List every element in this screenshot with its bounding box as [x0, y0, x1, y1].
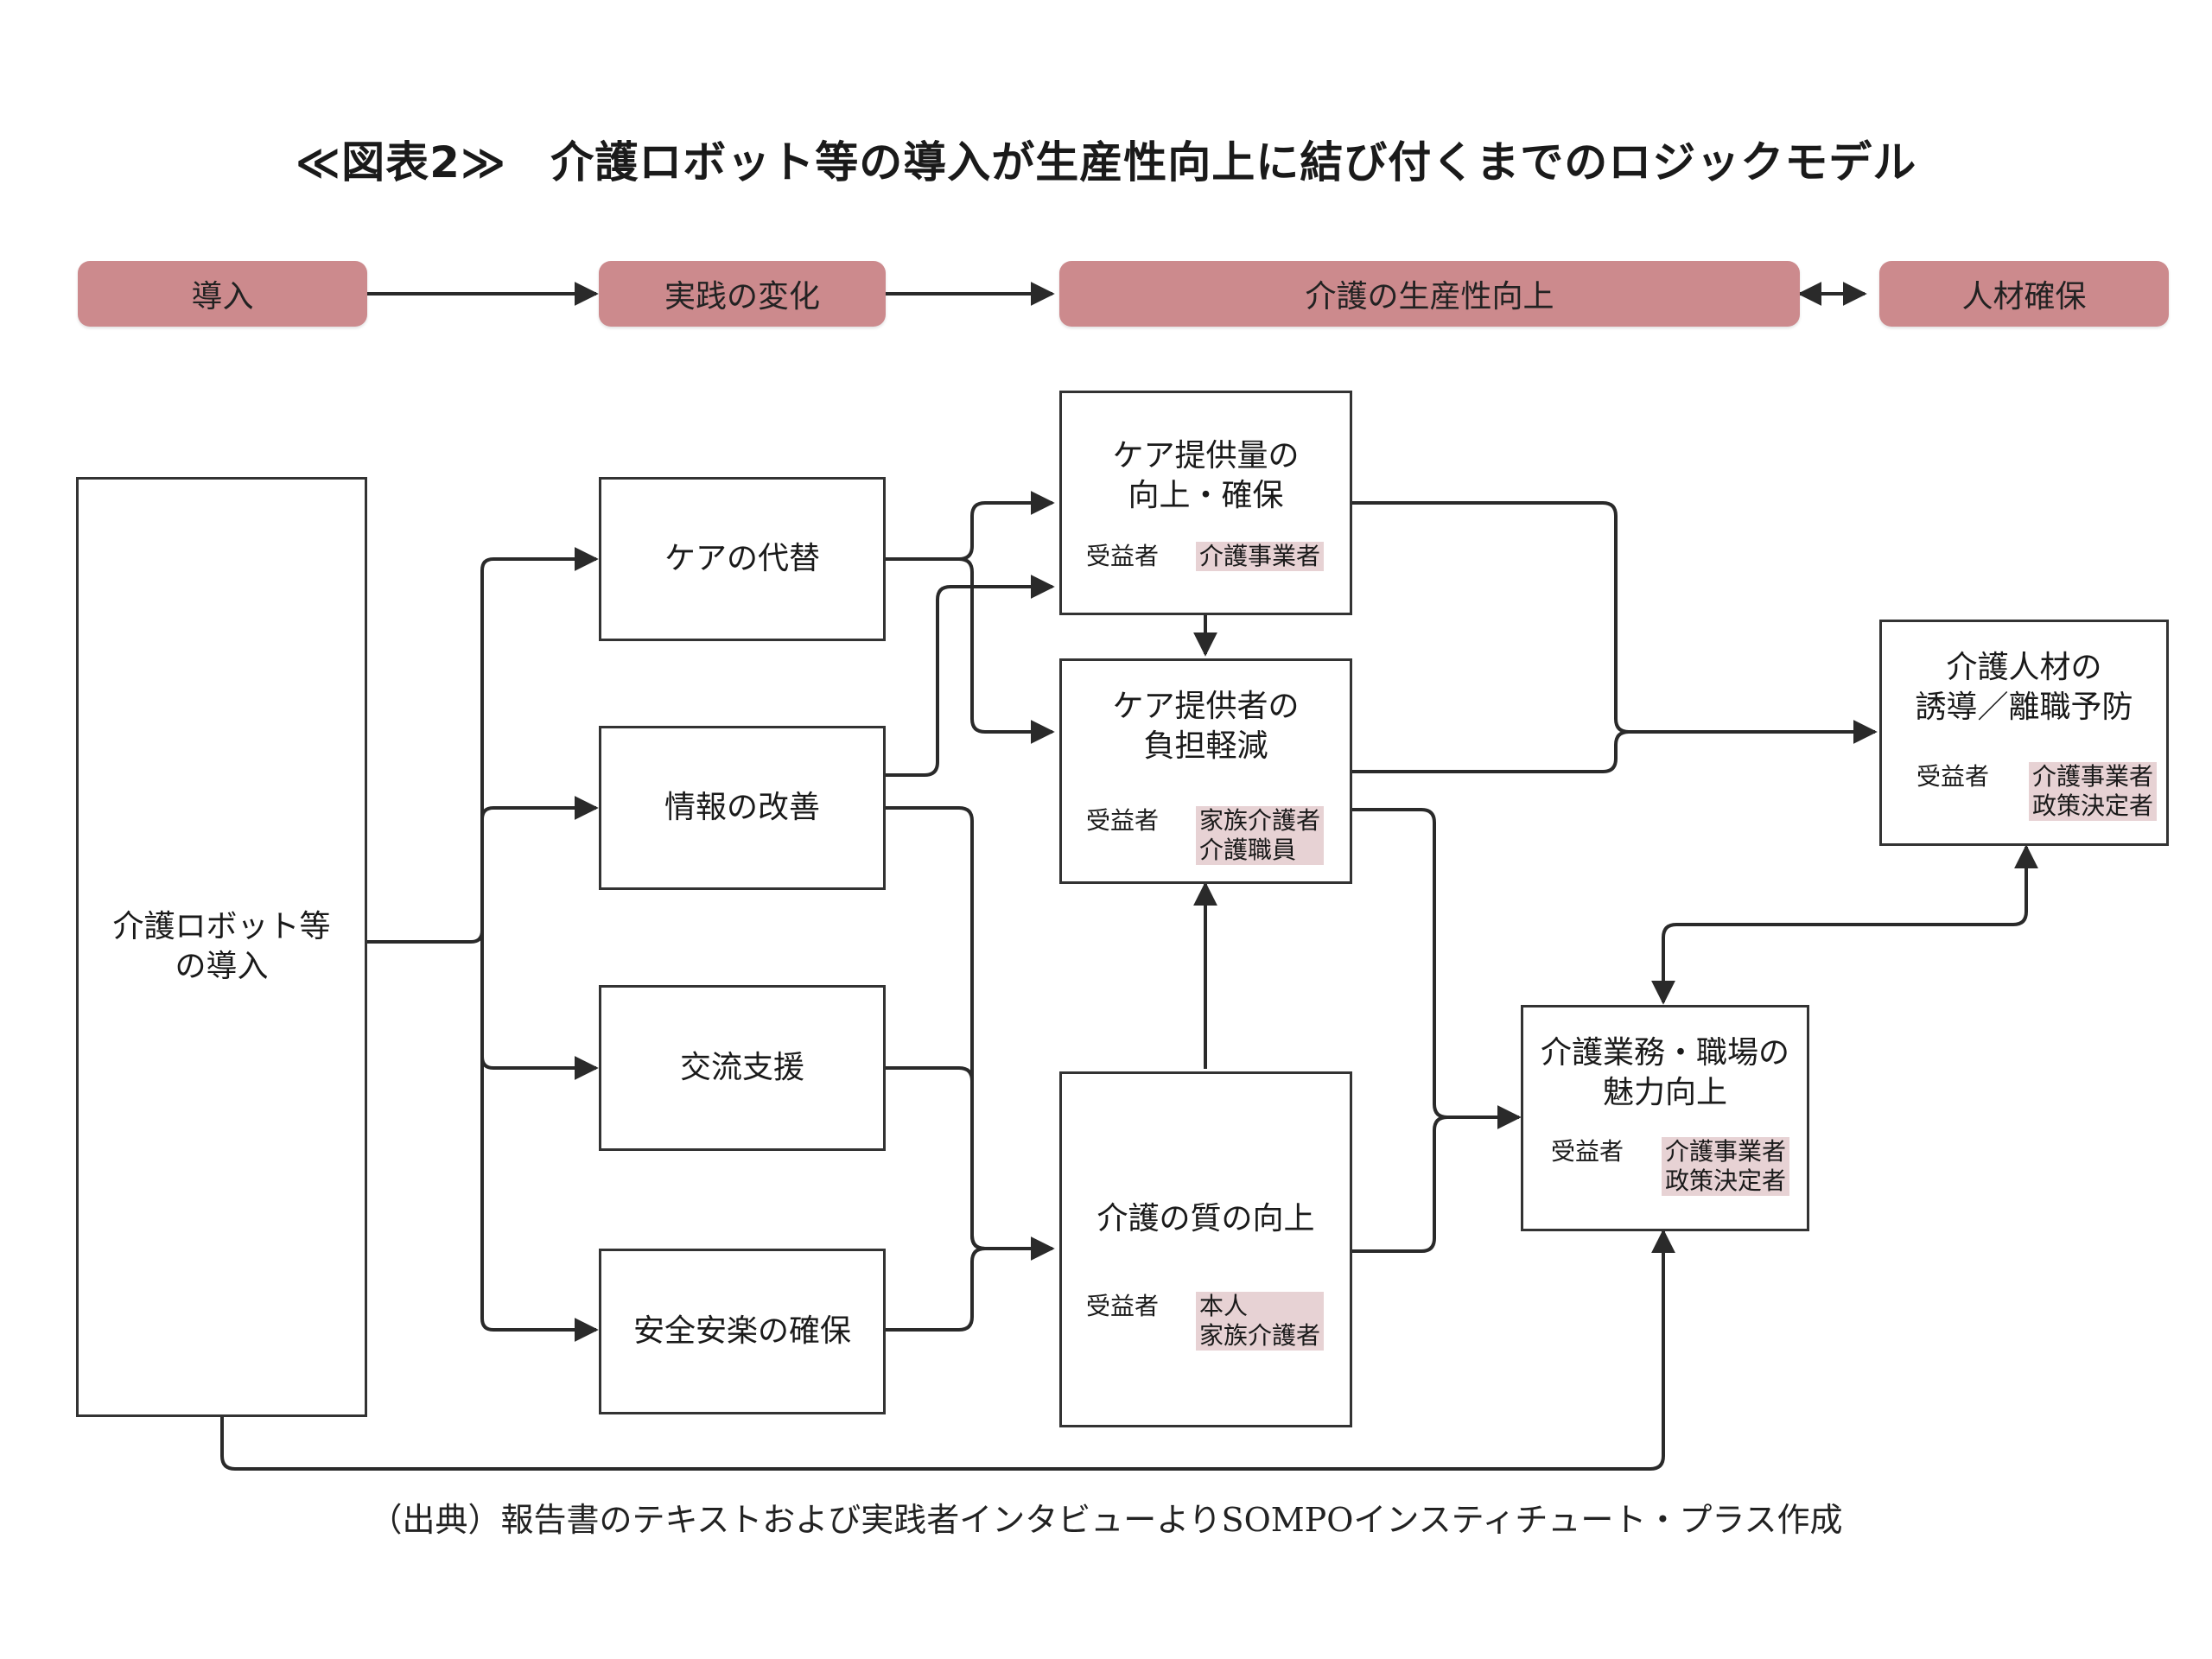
arrow-info-supply: [886, 575, 1055, 777]
arrow-care-substitute-burden: [958, 557, 1055, 744]
node-exchange-support: 交流支援: [599, 985, 886, 1151]
beneficiary-label: 受益者: [1551, 1137, 1624, 1166]
node-care-substitute: ケアの代替: [599, 477, 886, 641]
beneficiary-value: 政策決定者: [2032, 791, 2154, 820]
node-info-improvement: 情報の改善: [599, 726, 886, 890]
diagram-title: ≪図表2≫ 介護ロボット等の導入が生産性向上に結び付くまでのロジックモデル: [295, 137, 1917, 188]
beneficiary-value: 家族介護者: [1199, 1321, 1321, 1350]
node-label-line: ケアの代替: [664, 541, 820, 576]
arrow-exchange-quality: [886, 1066, 986, 1250]
arrow-burden-attractive: [1352, 808, 1522, 1129]
beneficiary-value: 家族介護者: [1199, 806, 1321, 835]
node-label-line: 向上・確保: [1128, 478, 1284, 513]
arrow-supply-talent: [1352, 501, 1878, 744]
arrow-care-substitute-supply: [886, 491, 1055, 561]
arrow-burden-talent: [1352, 730, 1630, 773]
beneficiary-value: 介護事業者: [2032, 762, 2154, 791]
node-label-line: 介護ロボット等: [112, 909, 331, 944]
beneficiary-values: 介護事業者 政策決定者: [2029, 762, 2158, 821]
node-label-line: 介護の質の向上: [1096, 1201, 1315, 1236]
stage-intro: 導入: [78, 261, 367, 327]
node-label-line: の導入: [175, 949, 269, 984]
node-label-line: 魅力向上: [1602, 1075, 1727, 1110]
beneficiary-label: 受益者: [1086, 1292, 1160, 1320]
beneficiary-value: 介護事業者: [1199, 542, 1321, 570]
arrow-robot-exchange: [480, 942, 599, 1080]
beneficiary-value: 介護職員: [1199, 836, 1297, 864]
node-safety-comfort: 安全安楽の確保: [599, 1249, 886, 1414]
node-care-supply: ケア提供量の 向上・確保 受益者 介護事業者: [1059, 391, 1352, 615]
arrow-robot-info: [480, 796, 599, 942]
beneficiary-value: 介護事業者: [1665, 1137, 1787, 1166]
node-label-line: 介護業務・職場の: [1540, 1035, 1789, 1071]
node-label-line: 負担軽減: [1143, 728, 1268, 764]
node-workplace-attractiveness: 介護業務・職場の 魅力向上 受益者 介護事業者 政策決定者: [1521, 1005, 1809, 1231]
beneficiary-value: 政策決定者: [1665, 1166, 1787, 1195]
beneficiary-label: 受益者: [1916, 762, 1990, 791]
node-label-line: ケア提供者の: [1112, 689, 1300, 724]
beneficiary-label: 受益者: [1086, 542, 1160, 570]
beneficiary-values: 家族介護者 介護職員: [1196, 806, 1325, 865]
arrow-robot-safety: [480, 942, 599, 1342]
beneficiary-label: 受益者: [1086, 806, 1160, 835]
node-care-quality: 介護の質の向上 受益者 本人 家族介護者: [1059, 1071, 1352, 1427]
arrow-info-quality: [886, 806, 1055, 1261]
stage-hr: 人材確保: [1879, 261, 2169, 327]
node-robot-introduction: 介護ロボット等 の導入: [76, 477, 367, 1417]
stage-productivity: 介護の生産性向上: [1059, 261, 1800, 327]
beneficiary-values: 本人 家族介護者: [1196, 1292, 1325, 1351]
stage-practice: 実践の変化: [599, 261, 886, 327]
arrow-safety-quality: [886, 1247, 986, 1332]
arrow-robot-care-substitute: [367, 547, 599, 944]
node-label-line: 安全安楽の確保: [632, 1313, 851, 1349]
arrow-robot-attractive: [220, 1229, 1675, 1471]
node-label-line: 介護人材の: [1946, 650, 2102, 685]
beneficiary-values: 介護事業者: [1196, 542, 1325, 571]
node-burden-reduction: ケア提供者の 負担軽減 受益者 家族介護者 介護職員: [1059, 658, 1352, 884]
source-note: （出典）報告書のテキストおよび実践者インタビューよりSOMPOインスティチュート…: [369, 1501, 1843, 1539]
arrow-quality-attractive: [1352, 1116, 1448, 1253]
arrow-attractive-talent: [1651, 844, 2038, 1005]
node-label-line: 交流支援: [679, 1050, 804, 1085]
node-talent-retention: 介護人材の 誘導／離職予防 受益者 介護事業者 政策決定者: [1879, 620, 2169, 846]
beneficiary-value: 本人: [1199, 1292, 1249, 1320]
node-label-line: 誘導／離職予防: [1915, 690, 2133, 725]
node-label-line: 情報の改善: [664, 790, 820, 825]
node-label-line: ケア提供量の: [1112, 438, 1300, 474]
beneficiary-values: 介護事業者 政策決定者: [1662, 1137, 1790, 1196]
